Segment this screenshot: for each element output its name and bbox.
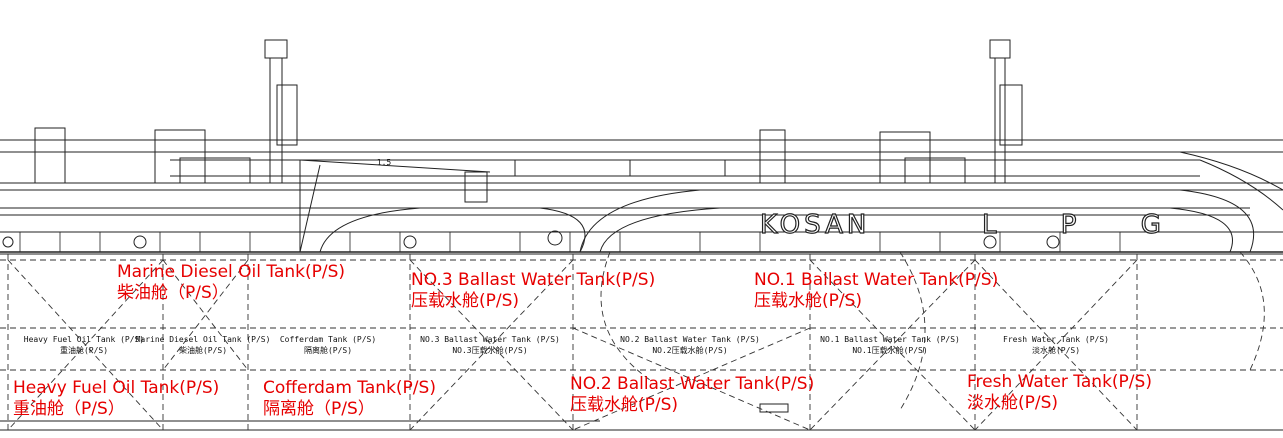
- hull-name-marking: KOSAN: [759, 209, 871, 240]
- drawing-label-no3-ballast: NO.3 Ballast Water Tank (P/S)NO.3压载水舱(P/…: [420, 335, 560, 355]
- drawing-label-heavy-fuel: Heavy Fuel Oil Tank (P/S)重油舱(P/S): [23, 335, 145, 355]
- label-no1-ballast-water-tank: NO.1 Ballast Water Tank(P/S)压载水舱(P/S): [754, 270, 999, 311]
- drawing-label-marine-diesel: Marine Diesel Oil Tank (P/S)柴油舱(P/S): [135, 335, 271, 355]
- label-no2-ballast-water-tank: NO.2 Ballast Water Tank(P/S)压载水舱(P/S): [570, 374, 815, 415]
- label-marine-diesel-oil-tank: Marine Diesel Oil Tank(P/S)柴油舱（P/S）: [117, 262, 346, 303]
- drawing-label-cofferdam: Cofferdam Tank (P/S)隔离舱(P/S): [279, 335, 377, 355]
- label-fresh-water-tank: Fresh Water Tank(P/S)淡水舱(P/S): [967, 372, 1152, 413]
- drawing-label-fresh-water: Fresh Water Tank (P/S)淡水舱(P/S): [1003, 335, 1109, 355]
- label-no3-ballast-water-tank: NO.3 Ballast Water Tank(P/S)压载水舱(P/S): [411, 270, 656, 311]
- scale-mark: 1.5: [376, 158, 392, 167]
- drawing-label-no2-ballast: NO.2 Ballast Water Tank (P/S)NO.2压载水舱(P/…: [620, 335, 760, 355]
- hull-type-marking: L P G: [981, 209, 1189, 240]
- drawing-label-no1-ballast: NO.1 Ballast Water Tank (P/S)NO.1压载水舱(P/…: [820, 335, 960, 355]
- label-cofferdam-tank: Cofferdam Tank(P/S)隔离舱（P/S）: [263, 378, 436, 419]
- label-heavy-fuel-oil-tank: Heavy Fuel Oil Tank(P/S)重油舱（P/S）: [13, 378, 220, 419]
